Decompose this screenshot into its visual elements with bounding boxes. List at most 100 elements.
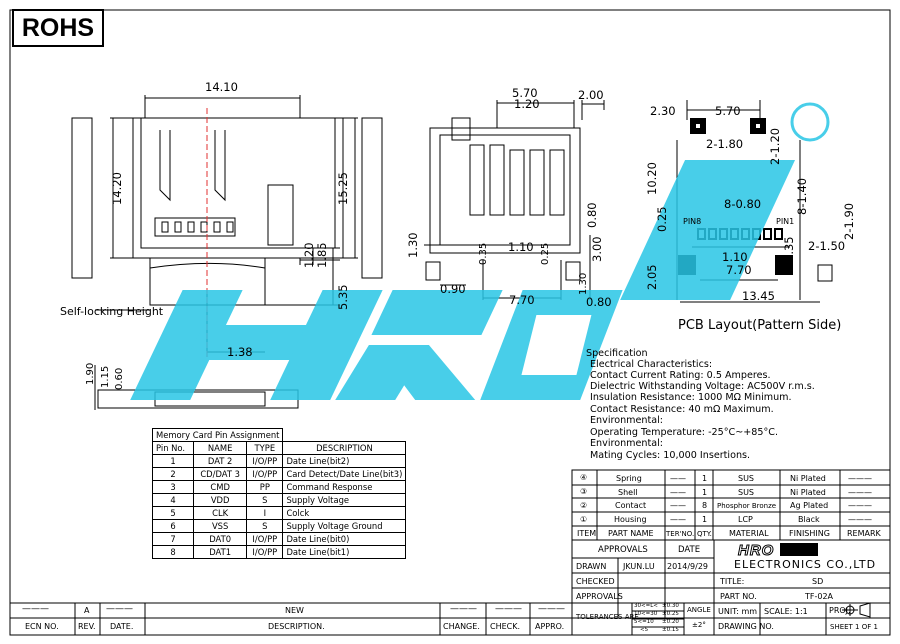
bom-header-item: ITEM <box>577 529 597 538</box>
title-value: SD <box>812 577 824 586</box>
bom-material: SUS <box>738 474 755 483</box>
cell: CMD <box>193 480 248 494</box>
col-header: TYPE <box>246 441 284 455</box>
cell: S <box>246 493 284 507</box>
bom-ter: —— <box>670 488 686 497</box>
rev-row-rev: A <box>84 606 90 615</box>
drawn-date: 2014/9/29 <box>667 562 709 571</box>
pcb-layout-title: PCB Layout(Pattern Side) <box>678 318 842 333</box>
bom-qty: 1 <box>702 474 708 483</box>
company-name: ELECTRONICS CO.,LTD <box>734 558 877 571</box>
hro-logo: HRO <box>737 542 775 560</box>
tol-row-val: ±0.20 <box>662 619 679 625</box>
spec-line: Dielectric Withstanding Voltage: AC500V … <box>590 381 815 392</box>
dim-pcb-l: 2.05 <box>645 264 659 290</box>
hro-logo-mark <box>780 543 818 556</box>
spec-line: Environmental: <box>590 438 664 449</box>
dim-pcb-k: 0.35 <box>782 236 796 262</box>
dim-pcb-a: 2.30 <box>650 104 676 118</box>
cell: PP <box>246 480 284 494</box>
spec-line: Contact Resistance: 40 mΩ Maximum. <box>590 404 774 415</box>
cell: Card Detect/Date Line(bit3) <box>282 467 407 481</box>
cell: 6 <box>151 519 195 533</box>
cell: DAT 2 <box>193 454 248 468</box>
bom-remark: ——— <box>848 488 872 497</box>
bom-material: Phosphor Bronze <box>717 502 777 510</box>
bom-item-1: ① <box>580 515 588 524</box>
bom-name: Housing <box>614 515 647 524</box>
dim-pcb-m: 13.45 <box>742 289 775 303</box>
part-value: TF-02A <box>805 592 834 601</box>
checked-label: CHECKED <box>576 577 615 586</box>
cell: I <box>246 506 284 520</box>
dim-pcb-o: 2-1.50 <box>808 239 846 253</box>
bom-ter: —— <box>670 515 686 524</box>
tol-row: 5<=10 <box>634 619 654 625</box>
dim-front-h: 0.25 <box>540 242 551 265</box>
bom-remark: ——— <box>848 501 872 510</box>
col-header: DESCRIPTION <box>282 441 407 455</box>
spec-heading: Specification <box>586 348 648 359</box>
dim-pcb-e: 10.20 <box>645 162 659 195</box>
pin-table-title: Memory Card Pin Assignment <box>151 428 284 442</box>
bom-header-material: MATERIAL <box>729 529 769 538</box>
spec-line: Mating Cycles: 10,000 Insertions. <box>590 450 751 461</box>
rev-ecn-header: ECN NO. <box>25 622 59 631</box>
pin-table-title-row: Memory Card Pin Assignment <box>151 428 406 442</box>
bom-remark: ——— <box>848 474 872 483</box>
dim-d4: 1.38 <box>227 345 253 359</box>
cell: I/O/PP <box>246 467 284 481</box>
cell: Supply Voltage Ground <box>282 519 407 533</box>
dim-pcb-i: 1.10 <box>722 250 748 264</box>
cell: Supply Voltage <box>282 493 407 507</box>
sheet-label: SHEET 1 OF 1 <box>830 623 878 631</box>
tol-row: 10<=30 <box>634 611 658 617</box>
dim-pcb-b: 5.70 <box>715 104 741 118</box>
dim-front-l: 1.30 <box>578 272 589 295</box>
cell: S <box>246 519 284 533</box>
cell: I/O/PP <box>246 454 284 468</box>
dim-pcb-f: 8-0.80 <box>724 197 762 211</box>
rev-desc-header: DESCRIPTION. <box>268 622 325 631</box>
dim-pcb-g: 8-1.40 <box>795 177 809 215</box>
dim-d2: 1.85 <box>315 242 329 268</box>
rev-check-header: CHECK. <box>490 622 521 631</box>
dim-pcb-n: 2-1.90 <box>842 202 856 240</box>
part-label: PART NO. <box>720 592 757 601</box>
dim-front-i: 3.00 <box>590 236 604 262</box>
bom-qty: 1 <box>702 515 708 524</box>
bom-item-4: ④ <box>580 473 588 482</box>
dim-front-d: 0.80 <box>585 202 599 228</box>
spec-line: Electrical Characteristics: <box>590 359 713 370</box>
dim-front-a: 5.70 <box>512 86 538 100</box>
rohs-badge: ROHS <box>12 9 104 47</box>
cell: 4 <box>151 493 195 507</box>
dim-right-height: 15.25 <box>336 172 350 205</box>
cell: VDD <box>193 493 248 507</box>
dim-pcb-j: 7.70 <box>726 263 752 277</box>
dim-pcb-h: 0.25 <box>655 206 669 232</box>
cell: DAT0 <box>193 532 248 546</box>
bom-ter: —— <box>670 474 686 483</box>
approvals-label: APPROVALS <box>576 592 623 601</box>
cell: 3 <box>151 480 195 494</box>
unit-label: UNIT: mm <box>718 607 758 616</box>
angle-value: ±2° <box>692 621 706 629</box>
drawing-no-label: DRAWING NO. <box>718 622 774 631</box>
cell: Colck <box>282 506 407 520</box>
rev-dash: ——— <box>106 604 133 614</box>
dim-height: 14.20 <box>110 172 124 205</box>
dim-pcb-c: 2-1.80 <box>706 137 744 151</box>
cell: 2 <box>151 467 195 481</box>
approvals-header: APPROVALS <box>598 545 648 555</box>
self-locking-label: Self-locking Height <box>60 305 164 318</box>
bom-finishing: Ag Plated <box>790 501 829 510</box>
rev-row-desc: NEW <box>285 606 304 615</box>
tolerances-label: TOLERANCES ARE <box>576 613 639 621</box>
cell: Date Line(bit1) <box>282 545 407 559</box>
bom-name: Spring <box>616 474 642 483</box>
